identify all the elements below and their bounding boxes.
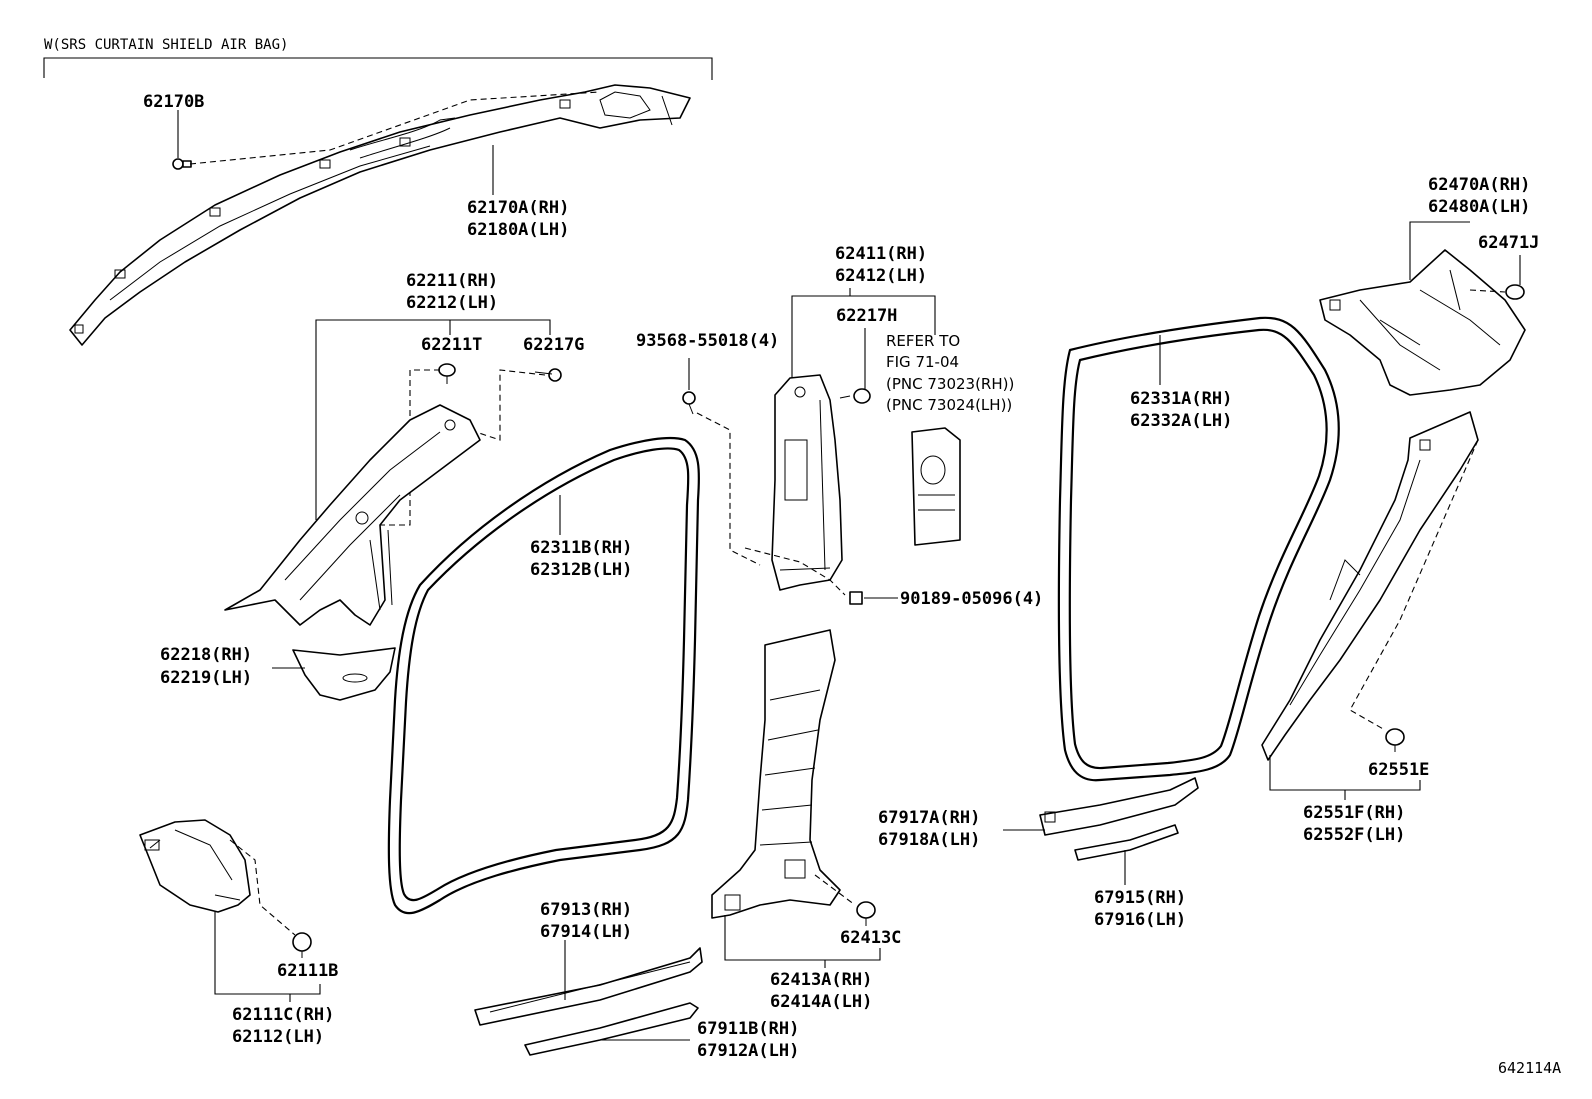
label-62311B-rh: 62311B(RH) [530,538,632,558]
label-62411-rh: 62411(RH) [835,244,927,264]
label-67913-rh: 67913(RH) [540,900,632,920]
clip-62217G-icon [534,368,562,382]
seatbelt-cover-part [911,427,961,546]
screw-93568-icon [682,391,696,415]
refer-note-line1: REFER TO [886,332,960,350]
front-step-cover-part [524,1002,699,1056]
clip-62217H-icon [839,388,871,404]
figure-code: 642114A [1498,1059,1561,1077]
airbag-group-bracket: W(SRS CURTAIN SHIELD AIR BAG) [43,37,713,80]
clip-62413C-icon [856,901,876,926]
clip-62211T-icon [438,363,456,384]
clip-62111B-icon [292,932,312,958]
curtain-airbag-part [69,84,691,346]
bolt-62170B-icon [172,158,192,170]
label-67916-lh: 67916(LH) [1094,910,1186,930]
label-62414A-lh: 62414A(LH) [770,992,872,1012]
center-pillar-upper-part [771,374,843,591]
label-62212-lh: 62212(LH) [406,293,498,313]
label-62551F-rh: 62551F(RH) [1303,803,1405,823]
label-90189: 90189-05096(4) [900,589,1043,609]
label-62551E: 62551E [1368,760,1429,780]
label-62471J: 62471J [1478,233,1539,253]
refer-note-line3: (PNC 73023(RH)) [886,375,1014,393]
rear-step-cover-part [1074,824,1179,861]
label-62480A-lh: 62480A(LH) [1428,197,1530,217]
refer-note-line4: (PNC 73024(LH)) [886,396,1012,414]
label-62470A-rh: 62470A(RH) [1428,175,1530,195]
label-62211-rh: 62211(RH) [406,271,498,291]
quarter-trim-part [1261,411,1479,761]
cowl-side-trim-part [139,819,251,913]
label-62180A-lh: 62180A(LH) [467,220,569,240]
front-scuff-plate-part [474,947,703,1026]
center-pillar-lower-part [711,629,841,919]
label-62111C-rh: 62111C(RH) [232,1005,334,1025]
clip-90189-icon [849,591,863,605]
label-62331A-rh: 62331A(RH) [1130,389,1232,409]
clip-62471J-icon [1505,284,1525,300]
label-67914-lh: 67914(LH) [540,922,632,942]
label-67912A-lh: 67912A(LH) [697,1041,799,1061]
label-67911B-rh: 67911B(RH) [697,1019,799,1039]
front-door-weatherstrip-part [387,436,700,915]
refer-note-line2: FIG 71-04 [886,353,959,371]
airbag-group-title: W(SRS CURTAIN SHIELD AIR BAG) [44,37,288,53]
rear-door-weatherstrip-part [1057,316,1340,782]
label-62413C: 62413C [840,928,901,948]
label-67917A-rh: 67917A(RH) [878,808,980,828]
label-67918A-lh: 67918A(LH) [878,830,980,850]
cover-62218-part [292,647,396,701]
label-62218-rh: 62218(RH) [160,645,252,665]
label-62111B: 62111B [277,961,338,981]
rear-scuff-plate-part [1039,777,1199,836]
label-93568: 93568-55018(4) [636,331,779,351]
label-62312B-lh: 62312B(LH) [530,560,632,580]
clip-62551E-icon [1385,728,1405,752]
front-pillar-garnish-part [224,404,481,626]
label-62211T: 62211T [421,335,482,355]
label-62217H: 62217H [836,306,897,326]
label-62332A-lh: 62332A(LH) [1130,411,1232,431]
label-62219-lh: 62219(LH) [160,668,252,688]
label-62413A-rh: 62413A(RH) [770,970,872,990]
label-67915-rh: 67915(RH) [1094,888,1186,908]
label-62552F-lh: 62552F(LH) [1303,825,1405,845]
rear-package-side-part [1319,249,1526,396]
label-62217G: 62217G [523,335,584,355]
label-62112-lh: 62112(LH) [232,1027,324,1047]
label-62170A-rh: 62170A(RH) [467,198,569,218]
label-62412-lh: 62412(LH) [835,266,927,286]
label-62170B: 62170B [143,92,204,112]
